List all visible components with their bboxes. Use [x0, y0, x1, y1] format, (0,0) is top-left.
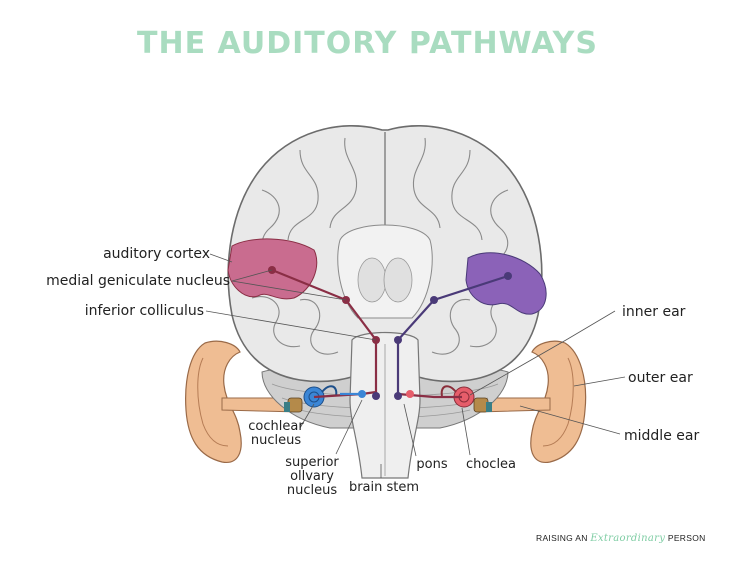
label-cochlear-nucleus-line2: nucleus: [251, 433, 301, 448]
brand-left: RAISING AN: [536, 533, 588, 543]
label-auditory-cortex: auditory cortex: [103, 246, 210, 262]
label-brain-stem: brain stem: [349, 480, 419, 495]
label-superior-olivary-line2: ollvary: [290, 469, 334, 484]
leader-lines: [205, 253, 626, 478]
label-choclea: choclea: [466, 457, 516, 472]
right-outer-ear: [477, 340, 587, 463]
brand-right: PERSON: [667, 533, 706, 543]
brand-middle: Extraordinary: [590, 533, 666, 544]
auditory-cortex-right: [465, 252, 547, 315]
page-title: THE AUDITORY PATHWAYS: [137, 26, 598, 61]
label-superior-olivary-line1: superior: [285, 455, 339, 470]
left-outer-ear: [185, 340, 301, 463]
label-inferior-colliculus: inferior colliculus: [85, 303, 204, 319]
brand-logo: RAISING AN Extraordinary PERSON: [536, 533, 706, 544]
label-superior-olivary-line3: nucleus: [287, 483, 337, 498]
label-cochlear-nucleus-line1: cochlear: [248, 419, 304, 434]
right-cochlea: [440, 385, 492, 413]
label-middle-ear: middle ear: [624, 428, 699, 444]
label-pons: pons: [416, 457, 447, 472]
label-medial-geniculate-nucleus: medial geniculate nucleus: [46, 273, 230, 289]
label-inner-ear: inner ear: [622, 304, 686, 320]
label-outer-ear: outer ear: [628, 370, 693, 386]
